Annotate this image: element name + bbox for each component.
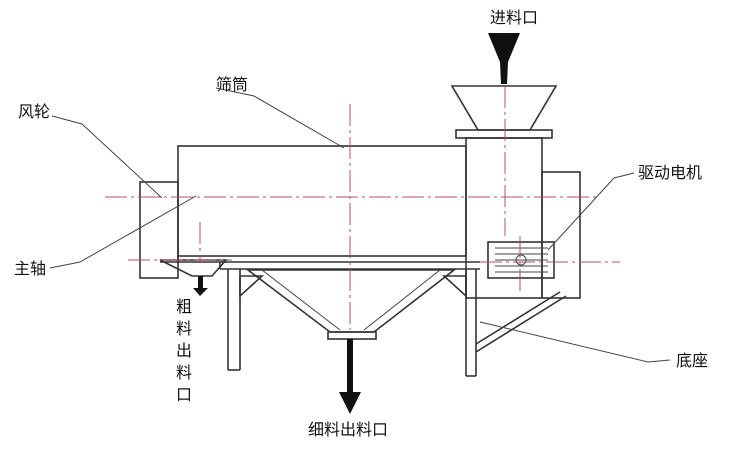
leader-drive-motor (547, 172, 635, 251)
feed-arrow (488, 33, 520, 84)
fine-outlet-flange (327, 331, 377, 340)
coarse-arrow-head (193, 288, 208, 296)
fine-arrow-head (339, 392, 361, 414)
screen-drum (177, 145, 467, 257)
wind-wheel-housing (139, 181, 179, 279)
fine-arrow-shaft (347, 339, 353, 395)
feed-housing (465, 137, 543, 299)
base-frame (219, 261, 567, 377)
label-main-shaft: 主轴 (14, 259, 47, 278)
leader-base (479, 321, 671, 363)
leader-wind-wheel (51, 115, 163, 199)
label-fine-outlet: 细料出料口 (308, 420, 389, 439)
label-feed-inlet: 进料口 (490, 8, 539, 27)
motor-housing (541, 171, 581, 299)
coarse-arrow-shaft (198, 276, 203, 290)
feed-hopper (450, 85, 558, 131)
hopper-flange (455, 129, 553, 139)
label-coarse-outlet: 粗料出料口 (175, 297, 192, 404)
label-wind-wheel: 风轮 (18, 102, 51, 121)
label-screen-drum: 筛筒 (216, 75, 249, 94)
label-base: 底座 (676, 351, 709, 370)
drive-motor-body (487, 241, 555, 279)
label-drive-motor: 驱动电机 (638, 163, 703, 182)
leader-screen-drum (215, 87, 345, 149)
fine-outlet-cone (245, 269, 457, 333)
leader-main-shaft (49, 195, 197, 269)
